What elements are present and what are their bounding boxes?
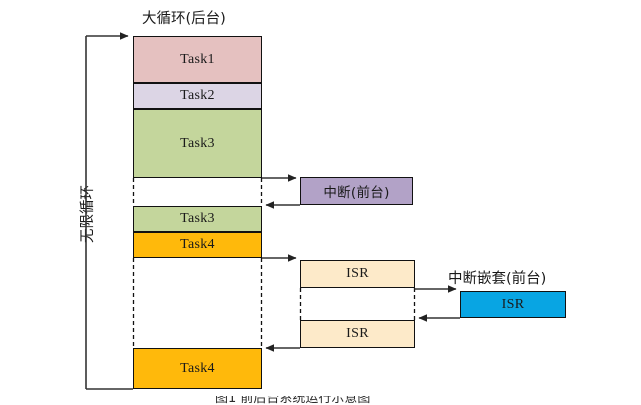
isr-first-block: ISR xyxy=(300,260,415,288)
infinite-loop-label: 无限循环 xyxy=(80,185,96,243)
figure-caption-text: 图1 前后台系统运行示意图 xyxy=(215,396,371,405)
nested-interrupt-title: 中断嵌套(前台) xyxy=(448,271,547,287)
task3-label: Task3 xyxy=(180,135,215,151)
interrupt-block: 中断(前台) xyxy=(300,177,413,205)
task4-resume-block: Task4 xyxy=(133,348,262,389)
task4-resume-label: Task4 xyxy=(180,360,215,376)
isr-second-block: ISR xyxy=(300,320,415,348)
task3-resume-block: Task3 xyxy=(133,206,262,232)
isr-timeline-guides xyxy=(299,288,416,320)
task1-label: Task1 xyxy=(180,51,215,67)
figure-caption-clipped: 图1 前后台系统运行示意图 xyxy=(0,396,641,405)
isr-second-label: ISR xyxy=(346,326,369,341)
background-loop-title: 大循环(后台) xyxy=(142,11,226,27)
task4-label: Task4 xyxy=(180,237,215,252)
isr-first-label: ISR xyxy=(346,266,369,281)
isr-nested-block: ISR xyxy=(460,291,566,318)
task4-block: Task4 xyxy=(133,232,262,258)
isr-nested-label: ISR xyxy=(501,296,525,312)
task2-block: Task2 xyxy=(133,83,262,109)
task3-block: Task3 xyxy=(133,109,262,178)
task1-block: Task1 xyxy=(133,36,262,83)
task-timeline-guides xyxy=(132,178,263,348)
interrupt-label: 中断(前台) xyxy=(323,185,390,201)
task3-resume-label: Task3 xyxy=(180,211,215,226)
task2-label: Task2 xyxy=(180,88,215,103)
